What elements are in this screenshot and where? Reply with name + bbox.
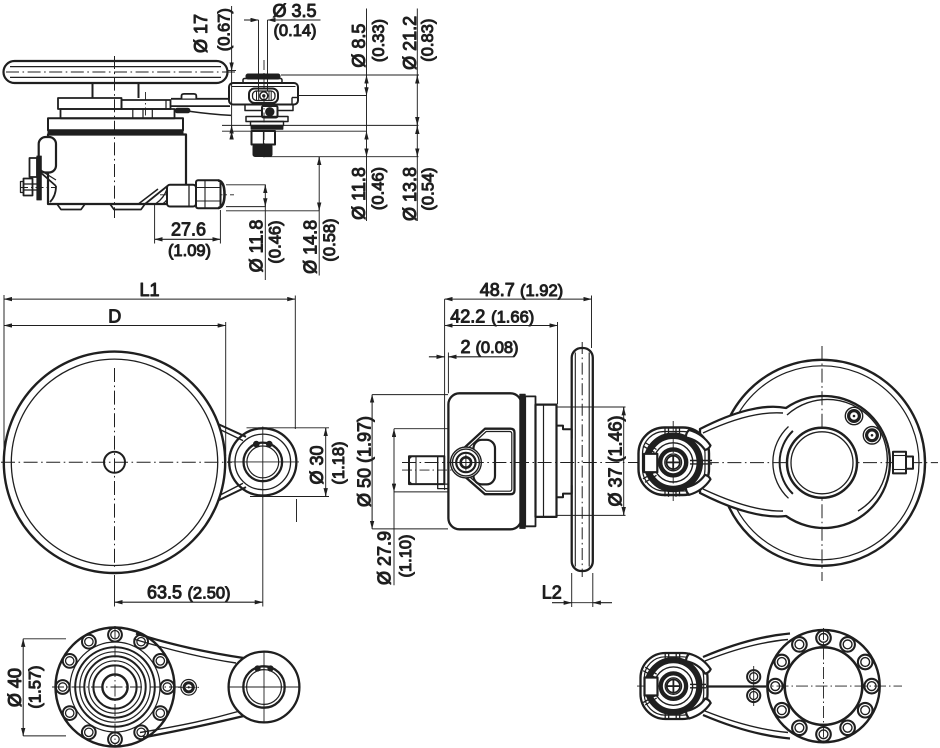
svg-text:Ø 50 (1.97): Ø 50 (1.97): [354, 416, 374, 507]
svg-text:(1.10): (1.10): [397, 534, 415, 577]
svg-text:Ø 11.8: Ø 11.8: [247, 220, 267, 273]
svg-text:(0.33): (0.33): [370, 19, 388, 62]
svg-text:Ø 37 (1.46): Ø 37 (1.46): [606, 415, 626, 506]
svg-text:Ø 21.2: Ø 21.2: [400, 16, 420, 70]
svg-text:(0.46): (0.46): [267, 220, 285, 263]
svg-text:(1.18): (1.18): [330, 441, 348, 484]
svg-text:(1.09): (1.09): [168, 242, 211, 260]
svg-text:Ø 13.8: Ø 13.8: [400, 167, 420, 221]
svg-text:(2.50): (2.50): [187, 585, 230, 603]
svg-text:(0.67): (0.67): [216, 8, 234, 51]
svg-text:Ø 8.5: Ø 8.5: [349, 24, 369, 68]
svg-text:L2: L2: [542, 583, 562, 603]
svg-text:42.2: 42.2: [450, 306, 485, 326]
svg-text:Ø 3.5: Ø 3.5: [272, 1, 316, 21]
svg-text:27.6: 27.6: [171, 220, 206, 240]
svg-text:(0.46): (0.46): [370, 167, 388, 210]
svg-text:(0.08): (0.08): [475, 339, 518, 357]
svg-text:(1.66): (1.66): [491, 308, 534, 326]
svg-text:Ø 11.8: Ø 11.8: [349, 167, 369, 220]
svg-text:Ø 30: Ø 30: [307, 445, 327, 484]
svg-text:63.5: 63.5: [147, 583, 182, 603]
svg-text:48.7: 48.7: [480, 280, 515, 300]
svg-text:(1.57): (1.57): [26, 665, 44, 708]
svg-text:Ø 17: Ø 17: [191, 14, 211, 53]
svg-text:(0.14): (0.14): [273, 22, 316, 40]
svg-text:2: 2: [460, 337, 470, 357]
svg-text:(0.83): (0.83): [419, 19, 437, 62]
svg-text:Ø 14.8: Ø 14.8: [301, 220, 321, 274]
svg-text:(0.58): (0.58): [321, 218, 339, 261]
svg-text:(0.54): (0.54): [420, 167, 438, 210]
svg-text:(1.92): (1.92): [520, 282, 563, 300]
svg-text:Ø 40: Ø 40: [5, 668, 25, 707]
svg-text:Ø 27.9: Ø 27.9: [375, 531, 395, 585]
svg-text:L1: L1: [139, 280, 159, 300]
svg-text:D: D: [108, 307, 121, 327]
